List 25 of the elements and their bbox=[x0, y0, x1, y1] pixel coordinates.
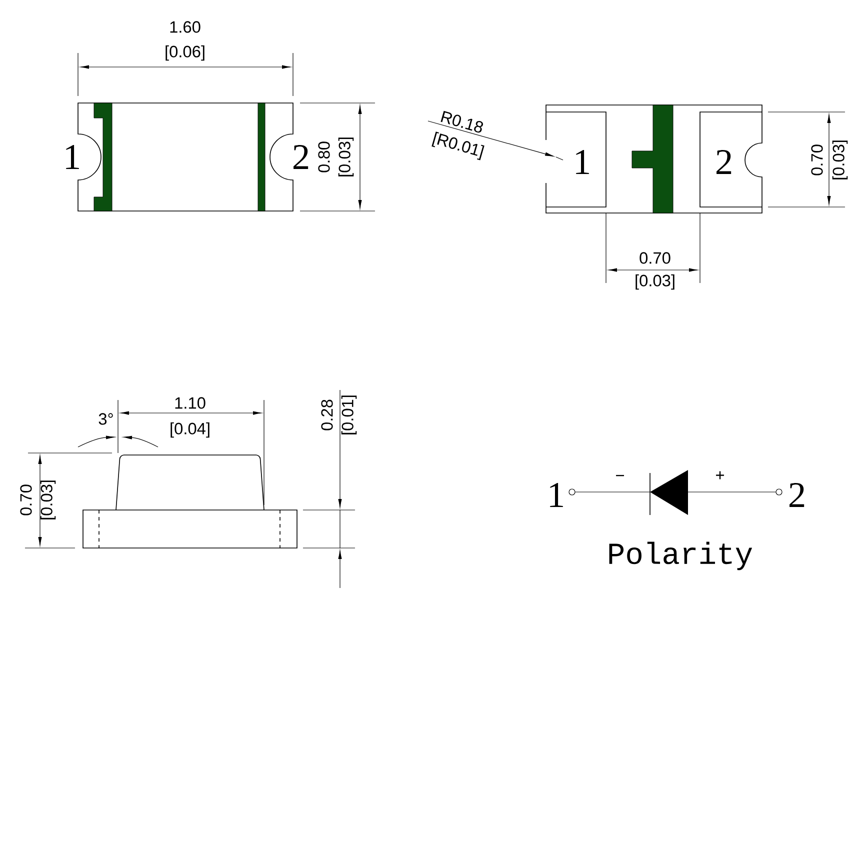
terminal-number: 2 bbox=[790, 482, 804, 507]
pin-number: 2 bbox=[294, 144, 308, 169]
dimension-value: 0.80 bbox=[318, 142, 330, 172]
pin-number: 2 bbox=[716, 150, 732, 174]
polarity-sign: + bbox=[716, 471, 724, 480]
dimension-value: 0.70 bbox=[640, 252, 670, 264]
polarity-sign: − bbox=[616, 474, 624, 476]
terminal-number: 1 bbox=[550, 483, 563, 507]
dimension-value: [0.01] bbox=[341, 396, 357, 434]
dimension-value: 0.70 bbox=[811, 144, 823, 176]
dimension-value: 0.70 bbox=[20, 484, 32, 516]
dimension-value: [0.03] bbox=[40, 480, 56, 520]
polarity-caption: Polarity bbox=[609, 542, 752, 570]
dimension-value: R0.18 bbox=[440, 110, 484, 133]
pin-number: 1 bbox=[66, 145, 79, 169]
angle-value: 3° bbox=[98, 413, 113, 425]
dimension-value: [0.04] bbox=[170, 422, 210, 438]
dimension-value: [0.03] bbox=[636, 274, 674, 290]
dimension-value: 0.28 bbox=[321, 400, 333, 430]
dimension-value: [0.03] bbox=[832, 140, 848, 180]
dimension-value: [0.06] bbox=[166, 45, 204, 61]
dimension-value: 1.10 bbox=[175, 397, 206, 409]
pin-number: 1 bbox=[576, 150, 589, 174]
dimension-value: [0.03] bbox=[338, 138, 354, 176]
dimension-value: 1.60 bbox=[170, 21, 200, 33]
